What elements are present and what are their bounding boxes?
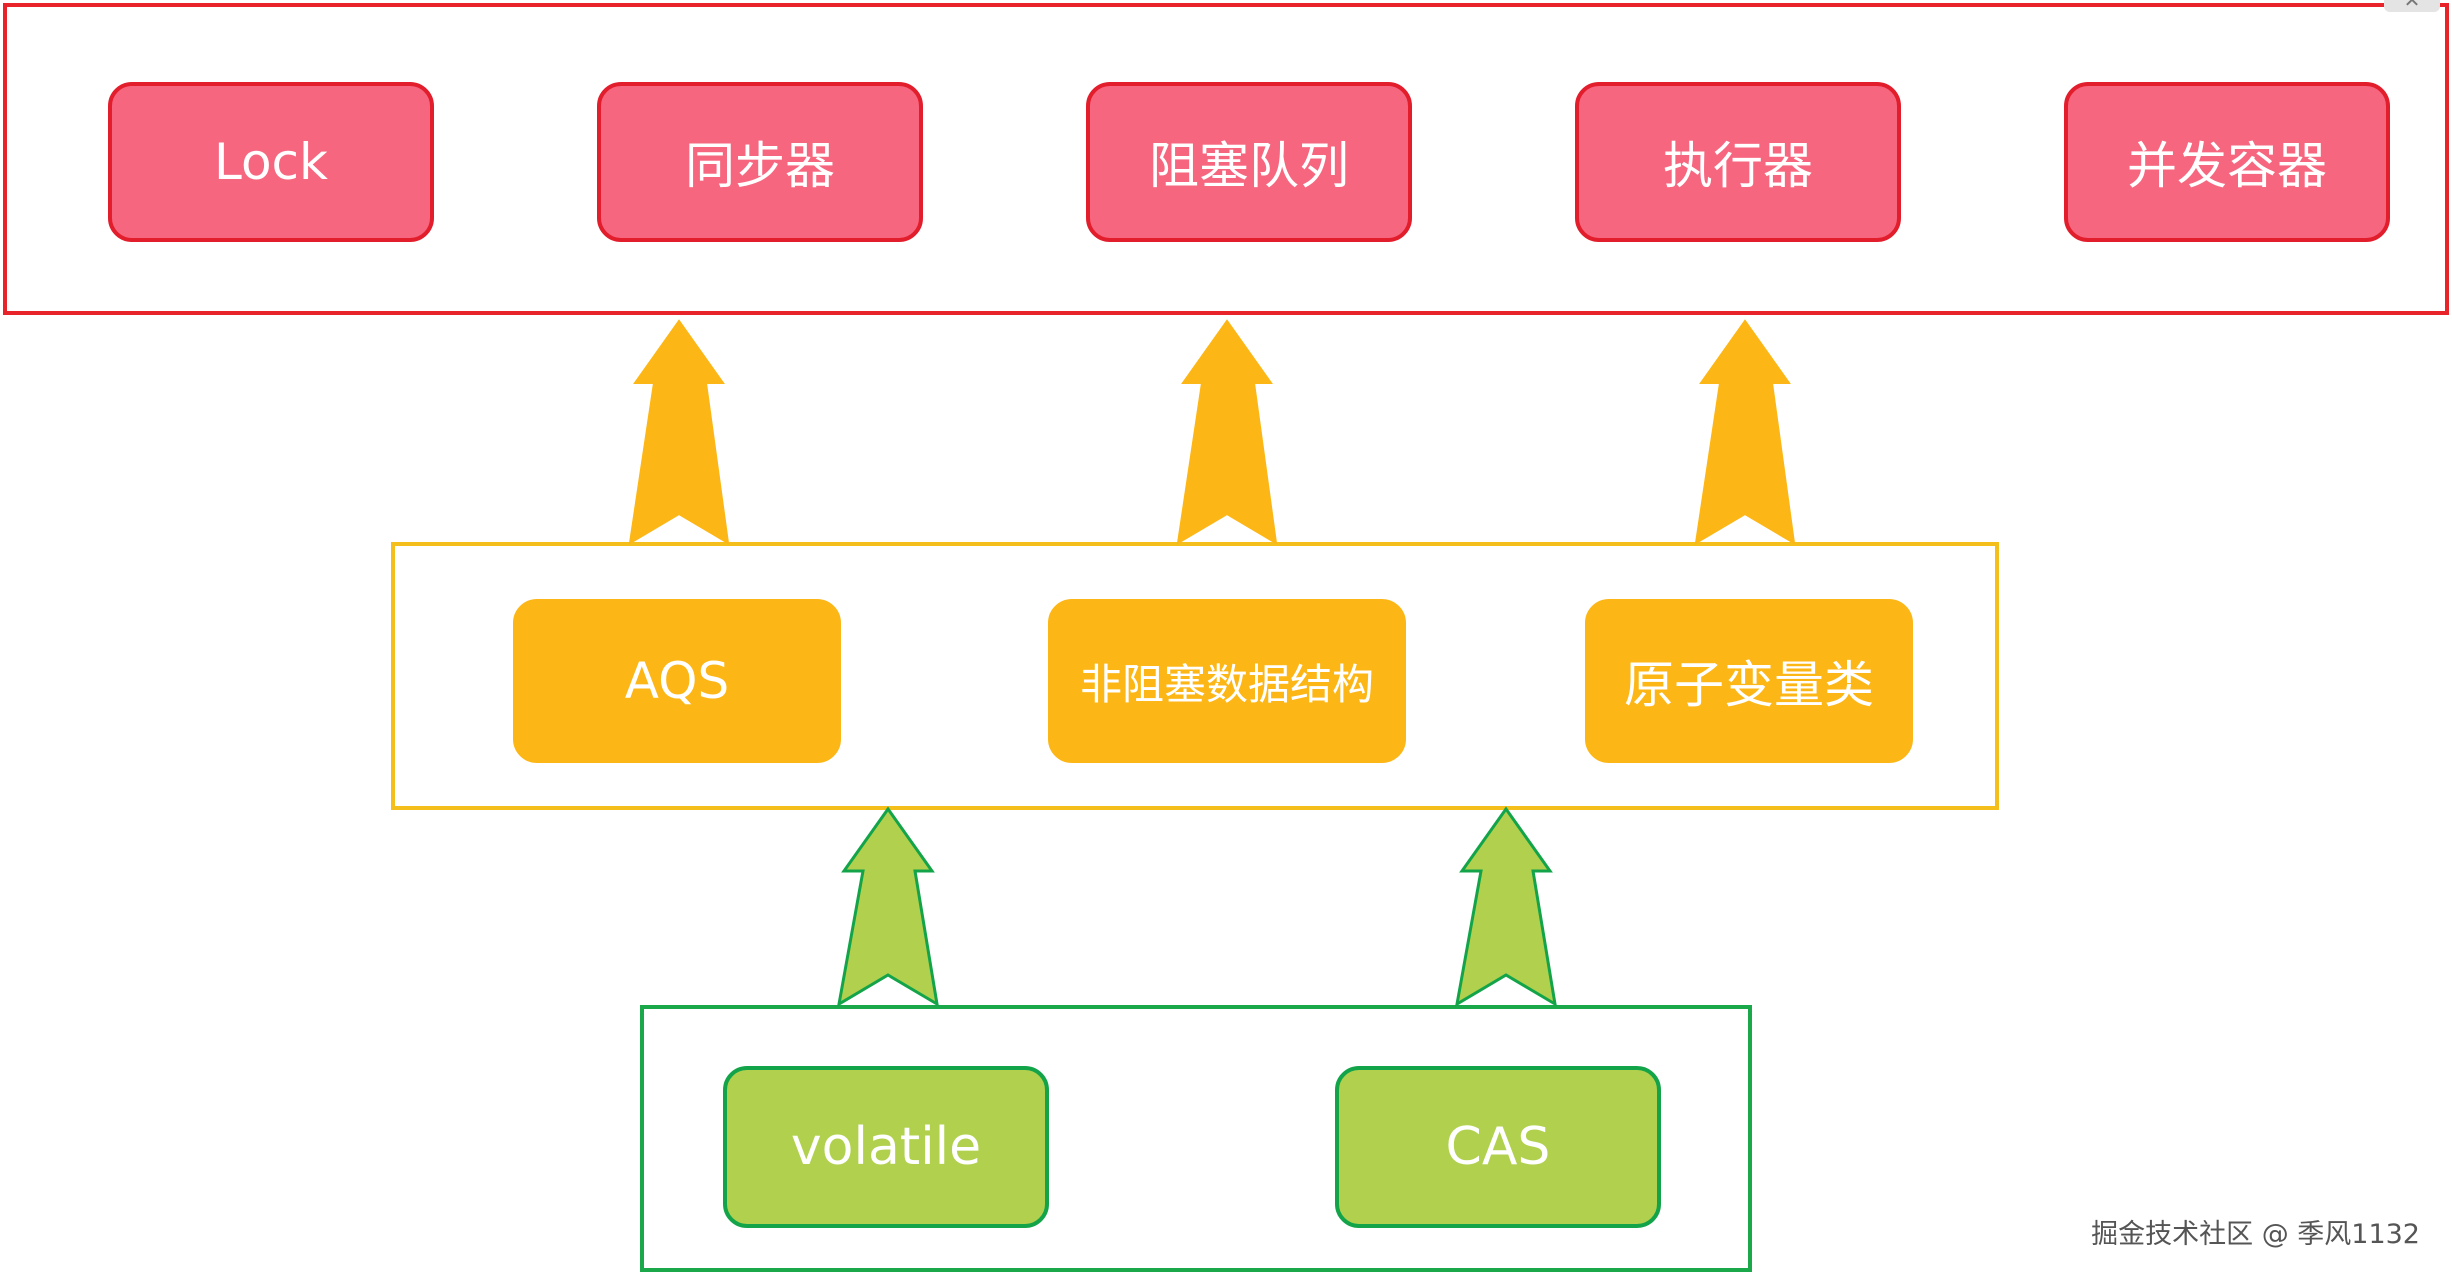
aqs-box: AQS bbox=[513, 599, 841, 763]
arrow-nonblocking-to-top bbox=[1176, 319, 1278, 545]
non-blocking-data-structure-box: 非阻塞数据结构 bbox=[1048, 599, 1406, 763]
executor-box: 执行器 bbox=[1575, 82, 1901, 242]
concurrent-container-box: 并发容器 bbox=[2064, 82, 2390, 242]
arrow-cas-to-middle bbox=[1454, 806, 1558, 1007]
volatile-box: volatile bbox=[723, 1066, 1049, 1228]
arrow-volatile-to-middle bbox=[836, 806, 940, 1007]
atomic-variable-class-box: 原子变量类 bbox=[1585, 599, 1913, 763]
blocking-queue-box: 阻塞队列 bbox=[1086, 82, 1412, 242]
cas-box: CAS bbox=[1335, 1066, 1661, 1228]
synchronizer-box: 同步器 bbox=[597, 82, 923, 242]
close-icon[interactable]: ✕ bbox=[2384, 0, 2440, 12]
arrow-atomic-to-top bbox=[1694, 319, 1796, 545]
watermark-text: 掘金技术社区 @ 季风1132 bbox=[2091, 1219, 2420, 1250]
lock-box: Lock bbox=[108, 82, 434, 242]
arrow-aqs-to-top bbox=[628, 319, 730, 545]
